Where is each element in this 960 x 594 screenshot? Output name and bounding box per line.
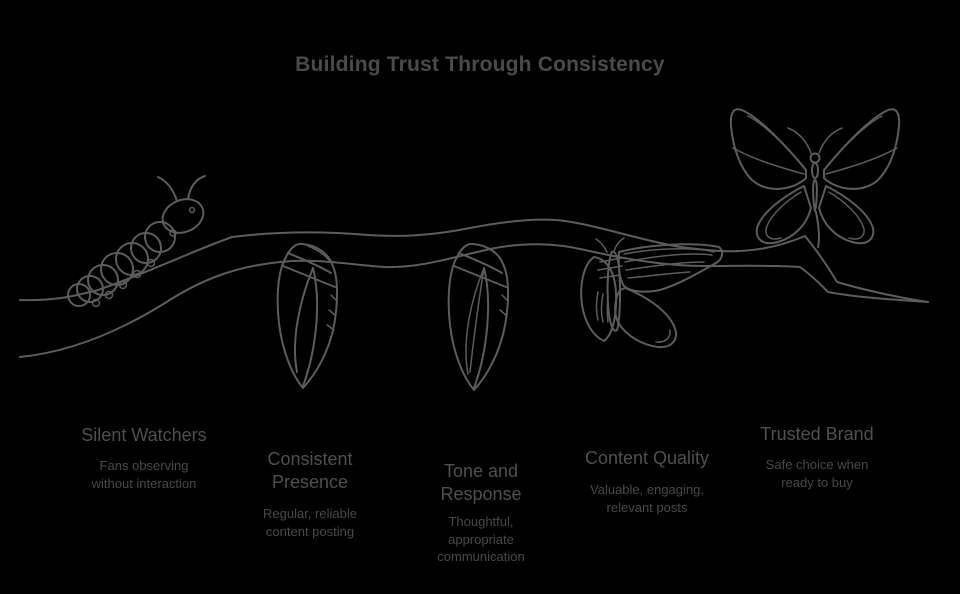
butterfly-icon <box>729 108 901 245</box>
stage-label-silent-watchers: Silent Watchers <box>81 425 207 445</box>
page-title: Building Trust Through Consistency <box>295 53 665 76</box>
stage-desc-consistent-presence: Regular, reliable content posting <box>263 506 357 539</box>
stage-label-consistent-presence: Consistent Presence <box>267 449 353 492</box>
chrysalis-icon <box>276 242 338 389</box>
stage-label-trusted-brand: Trusted Brand <box>760 424 874 444</box>
stage-desc-content-quality: Valuable, engaging, relevant posts <box>590 482 704 515</box>
stage-desc-silent-watchers: Fans observing without interaction <box>91 458 197 491</box>
stage-label-tone-and-response: Tone and Response <box>440 461 522 504</box>
chrysalis-translucent-icon <box>447 242 509 391</box>
caterpillar-icon <box>67 175 206 308</box>
stage-desc-tone-and-response: Thoughtful, appropriate communication <box>437 514 525 564</box>
emerging-butterfly-icon <box>580 237 724 349</box>
branch-icon <box>19 211 929 358</box>
stage-desc-trusted-brand: Safe choice when ready to buy <box>765 457 869 490</box>
stage-label-content-quality: Content Quality <box>584 448 710 468</box>
